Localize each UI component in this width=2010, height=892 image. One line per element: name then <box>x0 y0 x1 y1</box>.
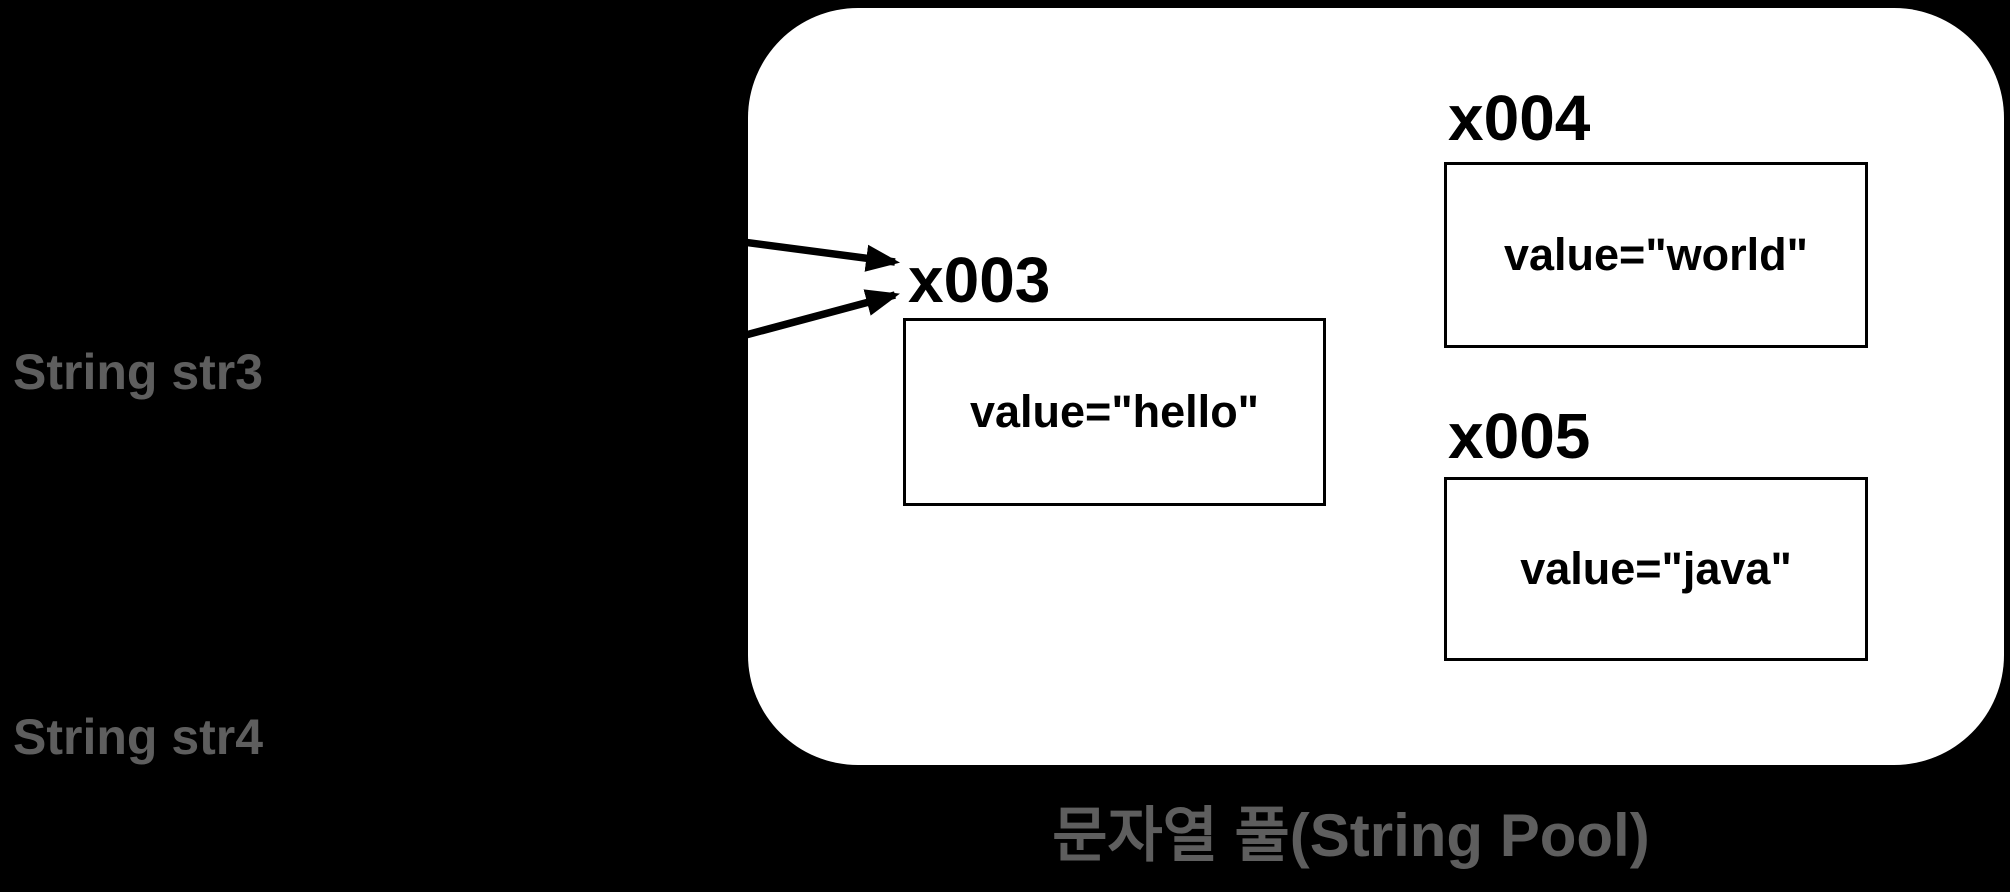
heap-object-x003-value: value="hello" <box>969 386 1260 437</box>
stack-var-str4-label: String str4 <box>13 709 264 765</box>
heap-object-x004-value: value="world" <box>1503 229 1808 280</box>
heap-object-x004-address: x004 <box>1448 82 1591 154</box>
heap-object-x003-value-box: value="hello" <box>903 318 1326 506</box>
heap-object-x004-value-box: value="world" <box>1444 162 1868 348</box>
stack-var-str3-label: String str3 <box>13 344 264 400</box>
heap-object-x005-value: value="java" <box>1520 543 1792 594</box>
heap-object-x003-address: x003 <box>908 244 1051 316</box>
heap-object-x005-address: x005 <box>1448 400 1591 472</box>
pool-caption: 문자열 풀(String Pool) <box>1052 802 1650 869</box>
heap-object-x005-value-box: value="java" <box>1444 477 1868 661</box>
